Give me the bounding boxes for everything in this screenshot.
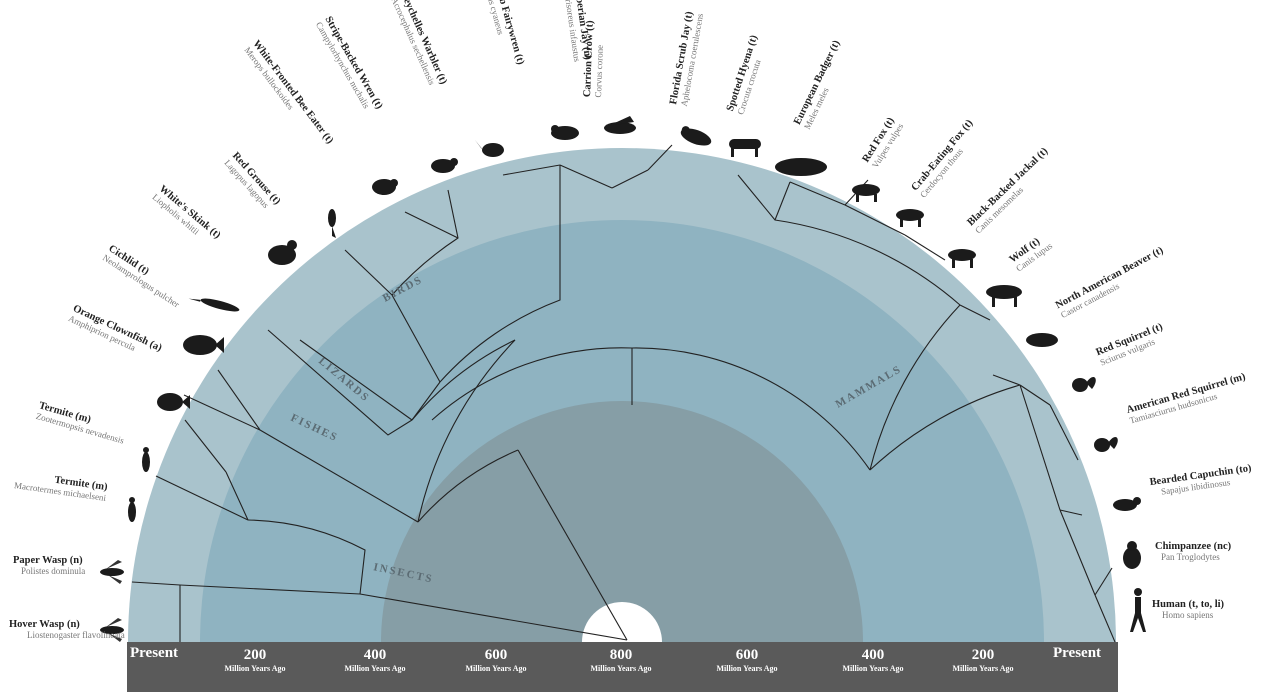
species-label: Chimpanzee (nc) Pan Troglodytes: [1155, 541, 1232, 562]
human-icon: [1130, 588, 1146, 632]
axis-present-right: Present: [1053, 645, 1102, 661]
termite-icon: [142, 447, 150, 472]
species-label: Paper Wasp (n) Polistes dominula: [13, 555, 86, 576]
root-circle: [582, 602, 662, 642]
clownfish-icon: [157, 393, 190, 411]
wren-icon: [372, 179, 398, 195]
species-label: Hover Wasp (n) Liostenogaster flavolinea…: [9, 619, 125, 640]
axis-tick: 200 Million Years Ago: [952, 647, 1014, 673]
capuchin-icon: [1113, 497, 1141, 511]
scrub-jay-icon: [680, 126, 712, 146]
crow-icon: [604, 116, 636, 134]
axis-tick: 400 Million Years Ago: [344, 647, 406, 673]
squirrel-icon: [1072, 376, 1096, 392]
time-axis: [127, 642, 1118, 692]
hyena-icon: [729, 139, 761, 157]
tree-branches: [131, 144, 1116, 643]
warbler-icon: [431, 158, 458, 173]
wolf-icon: [986, 285, 1022, 307]
termite-icon: [128, 497, 136, 522]
wasp-icon: [100, 618, 124, 642]
beaver-icon: [1026, 333, 1058, 347]
axis-tick: 600 Million Years Ago: [716, 647, 778, 673]
axis-tick: 800 Million Years Ago: [590, 647, 652, 673]
fox-icon: [852, 184, 880, 202]
cichlid-icon: [183, 335, 224, 355]
axis-present-left: Present: [130, 645, 179, 661]
fairywren-icon: [475, 140, 504, 157]
axis-tick: 200 Million Years Ago: [224, 647, 286, 673]
bee-eater-icon: [328, 209, 336, 238]
silhouettes: [100, 116, 1146, 642]
badger-icon: [775, 158, 827, 176]
axis-tick: 600 Million Years Ago: [465, 647, 527, 673]
grouse-icon: [268, 240, 297, 265]
inner-ring: [381, 401, 863, 642]
wasp-icon: [100, 560, 124, 584]
species-label: Carrion Crow (t) Corvus corone: [582, 20, 605, 98]
axis-tick: 400 Million Years Ago: [842, 647, 904, 673]
squirrel-icon: [1094, 436, 1118, 452]
skink-icon: [188, 298, 240, 312]
jackal-icon: [948, 249, 976, 268]
fox-icon: [896, 209, 924, 227]
chimpanzee-icon: [1123, 541, 1141, 569]
species-label: Human (t, to, li) Homo sapiens: [1152, 599, 1225, 620]
jay-icon: [551, 125, 579, 140]
